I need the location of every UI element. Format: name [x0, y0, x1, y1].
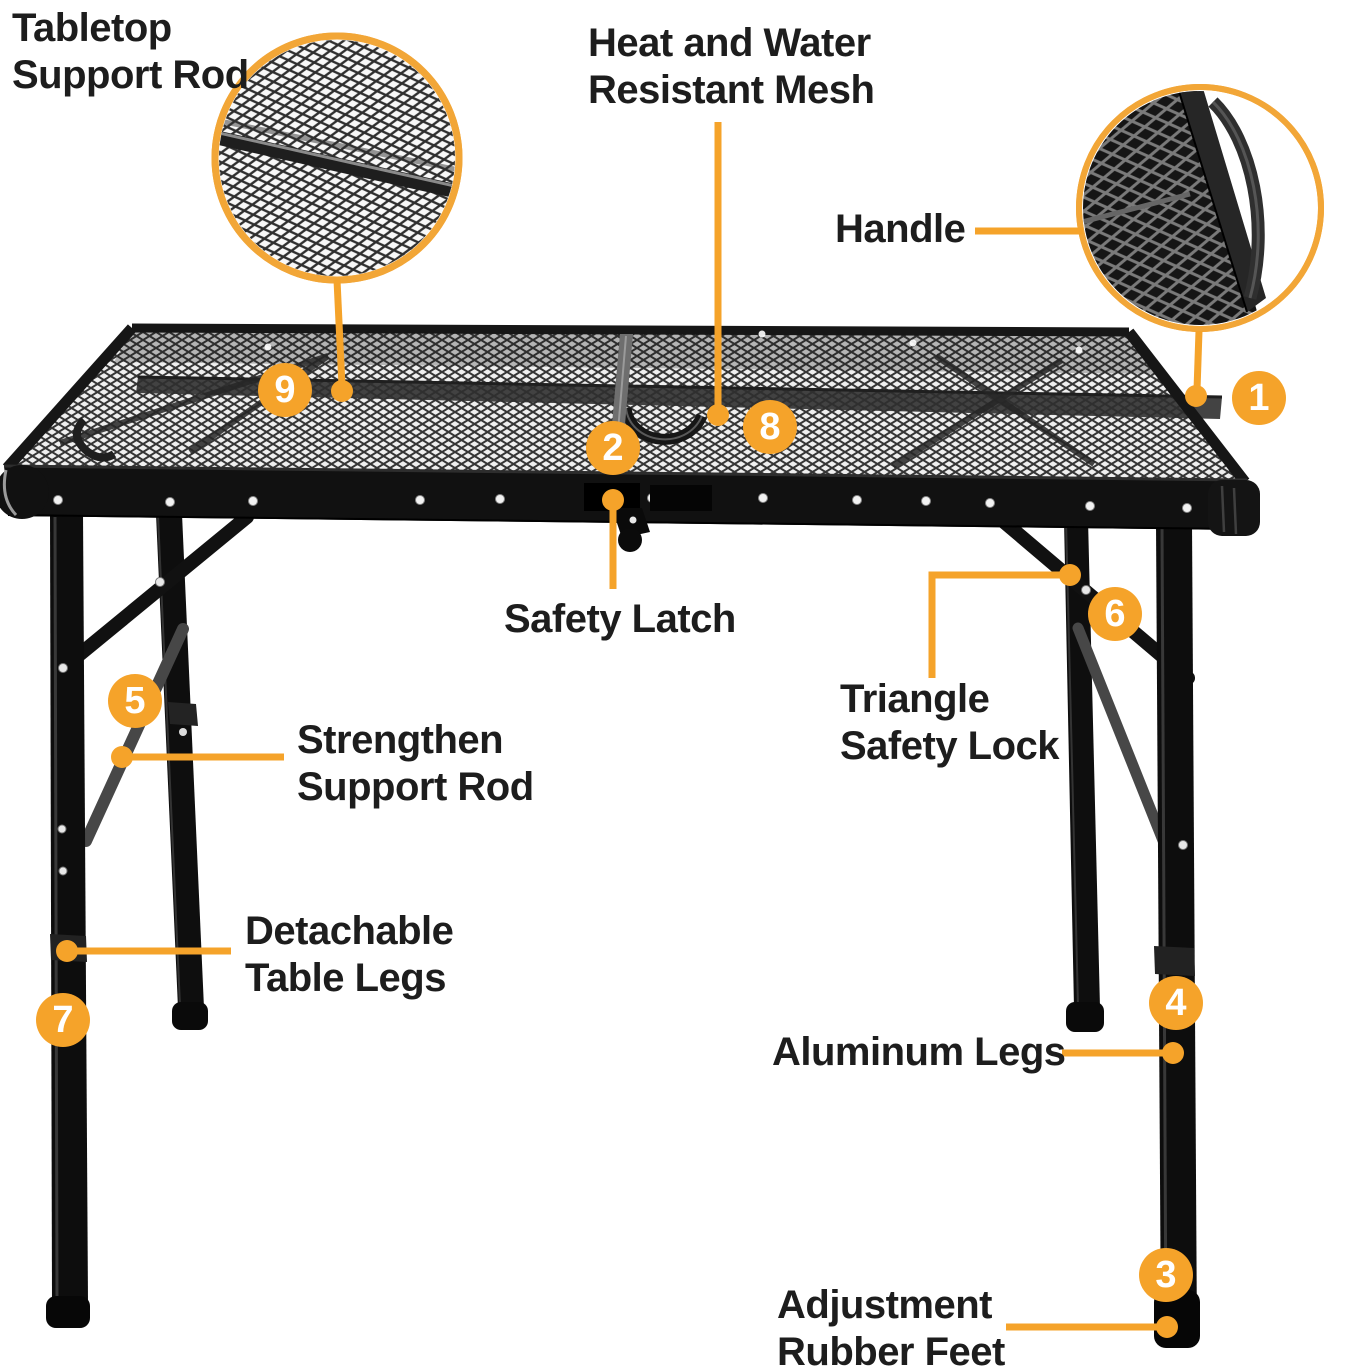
back-legs [156, 514, 1104, 1032]
label-strengthen-support-rod: Strengthen Support Rod [297, 718, 534, 809]
leg-adjustment-collar [168, 702, 198, 726]
frame-edge-detail [1177, 91, 1266, 312]
callout-badge-7: 7 [36, 993, 90, 1047]
strengthen-support-rod-bar [80, 623, 189, 847]
left-corner-cap-highlight [2, 469, 18, 517]
callout-badge-4: 4 [1149, 976, 1203, 1030]
label-triangle-safety-lock: Triangle Safety Lock [840, 677, 1060, 768]
callout-badge-1: 1 [1232, 371, 1286, 425]
zoom-circle-tabletop-rod [211, 32, 463, 284]
back-right-foot [1066, 1002, 1104, 1032]
label-adjustment-rubber-feet: Adjustment Rubber Feet [777, 1283, 1005, 1369]
support-rod-detail [219, 131, 455, 199]
label-tabletop-support-rod: Tabletop Support Rod [12, 6, 249, 97]
tabletop-rim [2, 323, 1250, 486]
callout-badge-5: 5 [108, 674, 162, 728]
line-tabletop-rod [333, 279, 346, 387]
front-legs [46, 513, 1200, 1348]
mesh-back-shadow [114, 330, 1162, 374]
table-top [2, 323, 1250, 486]
mesh-screw-reflections [264, 330, 1083, 354]
label-detachable-table-legs: Detachable Table Legs [245, 909, 454, 1000]
folded-handle [620, 406, 708, 445]
label-aluminum-legs: Aluminum Legs [772, 1030, 1066, 1074]
corner-hook [73, 417, 117, 462]
label-safety-latch: Safety Latch [504, 597, 736, 641]
back-left-foot [172, 1002, 208, 1030]
callout-badge-9: 9 [258, 363, 312, 417]
label-handle: Handle [835, 207, 966, 251]
callout-badge-6: 6 [1088, 587, 1142, 641]
callout-badge-2: 2 [586, 421, 640, 475]
line-triangle-lock [928, 571, 1066, 678]
label-heat-water-mesh: Heat and Water Resistant Mesh [588, 21, 875, 112]
callout-lines [70, 122, 1203, 1331]
zoom-circle-handle [1076, 84, 1324, 332]
callout-badge-8: 8 [743, 400, 797, 454]
front-apron [0, 464, 1260, 552]
callout-badge-3: 3 [1139, 1248, 1193, 1302]
left-folding-brace [55, 510, 254, 676]
line-handle-circle-stem [1193, 330, 1203, 391]
rear-apron-rail [136, 377, 1222, 419]
front-right-leg-joint [1154, 946, 1195, 976]
front-left-rubber-foot [46, 1296, 90, 1328]
triangle-lock-rod [1072, 622, 1172, 854]
callout-dots [56, 380, 1207, 1338]
